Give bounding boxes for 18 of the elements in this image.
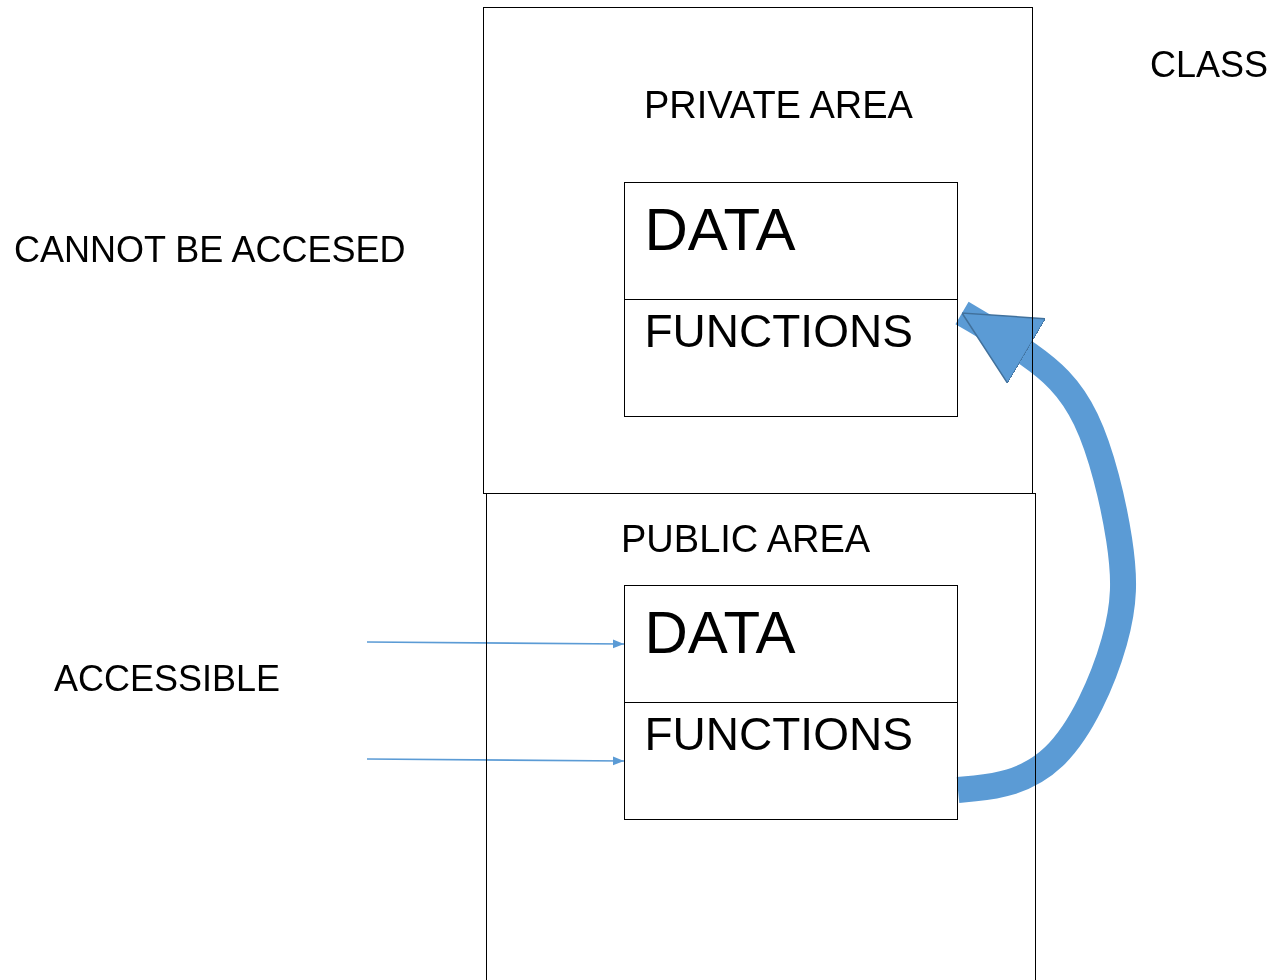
area-heading: PUBLIC AREA — [621, 518, 871, 561]
member-label: FUNCTIONS — [644, 303, 913, 358]
private-area-box — [483, 7, 1033, 494]
member-label: FUNCTIONS — [644, 706, 913, 761]
functions-box — [623, 298, 958, 417]
member-label: DATA — [644, 597, 796, 667]
area-heading: PRIVATE AREA — [644, 84, 913, 127]
arrow — [366, 639, 625, 649]
arrow — [366, 756, 625, 766]
curved-arrow — [955, 301, 1136, 803]
public-area-box — [486, 493, 1036, 980]
side-label: ACCESSIBLE — [54, 658, 281, 700]
diagram-heading: CLASS — [1150, 44, 1269, 86]
data-box — [623, 181, 958, 300]
member-label: DATA — [644, 194, 796, 264]
data-box — [623, 584, 958, 703]
side-label: CANNOT BE ACCESED — [14, 229, 406, 271]
functions-box — [623, 701, 958, 820]
